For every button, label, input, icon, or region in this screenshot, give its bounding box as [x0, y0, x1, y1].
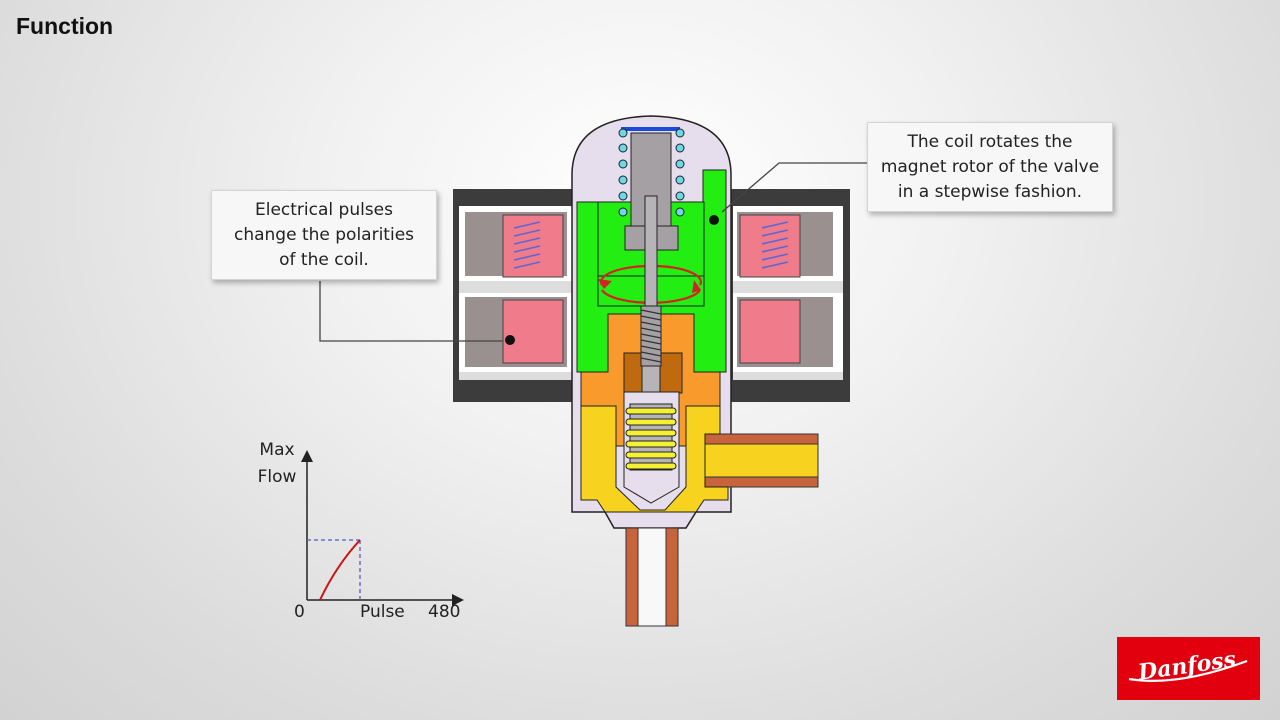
graph-x-axis-label: Pulse	[360, 602, 405, 622]
callout-coil-rotation: The coil rotates the magnet rotor of the…	[867, 122, 1113, 212]
valve-needle	[623, 391, 680, 504]
graph-x-max-label: 480	[428, 602, 461, 622]
top-spring	[618, 127, 685, 217]
page-title: Function	[16, 13, 114, 39]
callout-right-text: The coil rotates the magnet rotor of the…	[880, 131, 1100, 202]
danfoss-logo: Danfoss	[1117, 637, 1260, 700]
inlet-pipe	[704, 433, 819, 488]
coil-upper-left	[502, 214, 564, 278]
callout-left-leader	[319, 281, 503, 342]
coil-lower-left	[502, 299, 564, 364]
valve-body	[580, 405, 729, 513]
callout-left-text: Electrical pulses change the polarities …	[233, 199, 415, 270]
callout-right-leader	[721, 162, 867, 213]
outlet-pipe	[625, 527, 679, 627]
graph-x-origin-label: 0	[294, 602, 305, 622]
logo-text: Danfoss	[1136, 646, 1238, 686]
coil-upper-right	[739, 214, 801, 278]
spindle-shaft	[640, 195, 662, 393]
graph-y-axis-label: Max Flow	[257, 440, 297, 487]
coil-lower-right	[739, 299, 801, 364]
flow-pulse-graph	[301, 450, 464, 606]
flow-curve	[319, 539, 361, 601]
callout-electrical-pulses: Electrical pulses change the polarities …	[211, 190, 437, 280]
